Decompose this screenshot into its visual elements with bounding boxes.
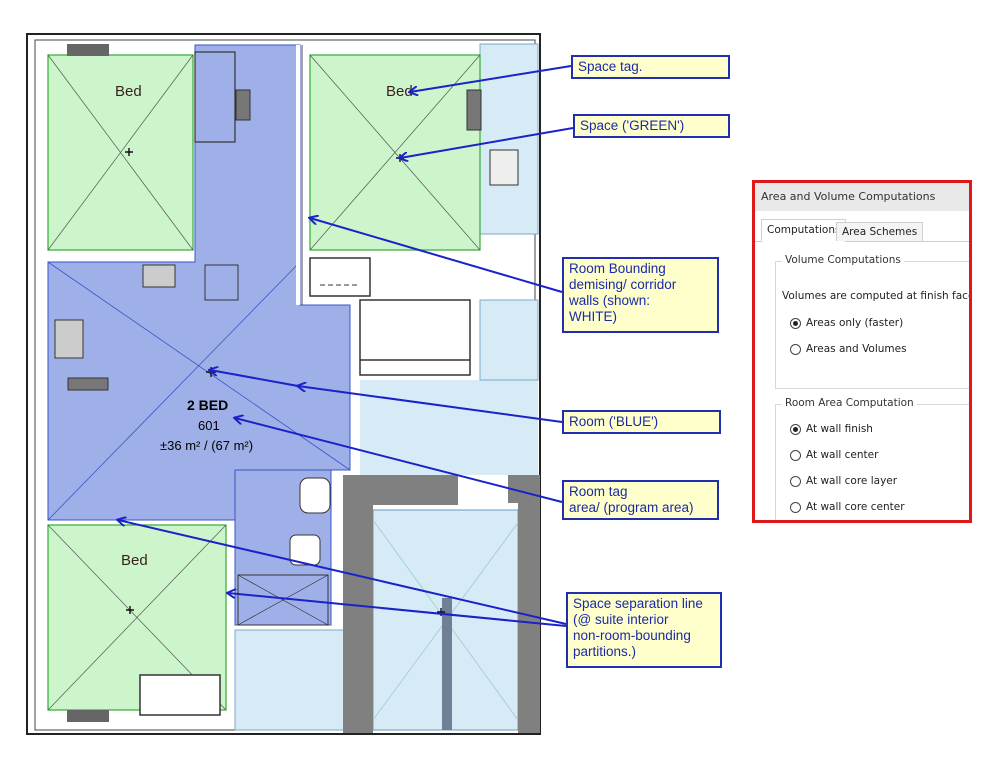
callout-line: demising/ corridor xyxy=(569,277,677,292)
area-volume-dialog: Area and Volume Computations Computation… xyxy=(752,180,972,523)
room-area-group-title: Room Area Computation xyxy=(782,397,917,409)
radio-wall-core-center[interactable] xyxy=(790,502,801,513)
radio-label: At wall core center xyxy=(806,501,905,513)
radio-label: Areas and Volumes xyxy=(806,343,907,355)
room-tag-area: ±36 m² / (67 m²) xyxy=(160,438,253,453)
room-tag-name: 2 BED xyxy=(187,397,228,413)
volume-note: Volumes are computed at finish faces. xyxy=(782,290,972,302)
callout-arrows xyxy=(118,65,574,627)
tab-area-schemes[interactable]: Area Schemes xyxy=(836,222,924,241)
callout-line: Room tag xyxy=(569,484,628,499)
room-area-group: Room Area Computation At wall finish At … xyxy=(775,397,969,520)
radio-areas-volumes[interactable] xyxy=(790,344,801,355)
radio-label: At wall core layer xyxy=(806,475,898,487)
callout-line: Room Bounding xyxy=(569,261,666,276)
space-tag-label: Bed xyxy=(386,83,413,100)
callout-line: walls (shown: xyxy=(569,293,651,308)
callout-room-tag-area: Room tag area/ (program area) xyxy=(562,480,719,520)
space-tag-label: Bed xyxy=(121,552,148,569)
callout-line: Space separation line xyxy=(573,596,703,611)
callout-room-bounding: Room Bounding demising/ corridor walls (… xyxy=(562,257,719,333)
partitions xyxy=(54,44,519,722)
volume-group-title: Volume Computations xyxy=(782,254,904,266)
radio-label: Areas only (faster) xyxy=(806,317,904,329)
radio-wall-finish[interactable] xyxy=(790,424,801,435)
callout-space-separation: Space separation line (@ suite interior … xyxy=(566,592,722,668)
dialog-tabs: Computations Area Schemes xyxy=(755,219,969,242)
radio-label: At wall center xyxy=(806,449,879,461)
space-tag-label: Bed xyxy=(115,83,142,100)
callout-line: area/ (program area) xyxy=(569,500,694,515)
callout-line: Room ('BLUE') xyxy=(569,414,659,429)
radio-wall-core-layer[interactable] xyxy=(790,476,801,487)
callout-line: partitions.) xyxy=(573,644,637,659)
callout-line: (@ suite interior xyxy=(573,612,669,627)
callout-space-green: Space ('GREEN') xyxy=(573,114,730,138)
volume-computations-group: Volume Computations Volumes are computed… xyxy=(775,254,972,389)
radio-areas-only[interactable] xyxy=(790,318,801,329)
callout-line: non-room-bounding xyxy=(573,628,691,643)
room-tag-number: 601 xyxy=(198,418,220,433)
radio-label: At wall finish xyxy=(806,423,873,435)
radio-wall-center[interactable] xyxy=(790,450,801,461)
callout-room-blue: Room ('BLUE') xyxy=(562,410,721,434)
callout-space-tag: Space tag. xyxy=(571,55,730,79)
tab-computations[interactable]: Computations xyxy=(761,219,847,242)
callout-line: WHITE) xyxy=(569,309,617,324)
callout-line: Space tag. xyxy=(578,59,643,74)
dialog-title: Area and Volume Computations xyxy=(755,183,969,211)
callout-line: Space ('GREEN') xyxy=(580,118,685,133)
